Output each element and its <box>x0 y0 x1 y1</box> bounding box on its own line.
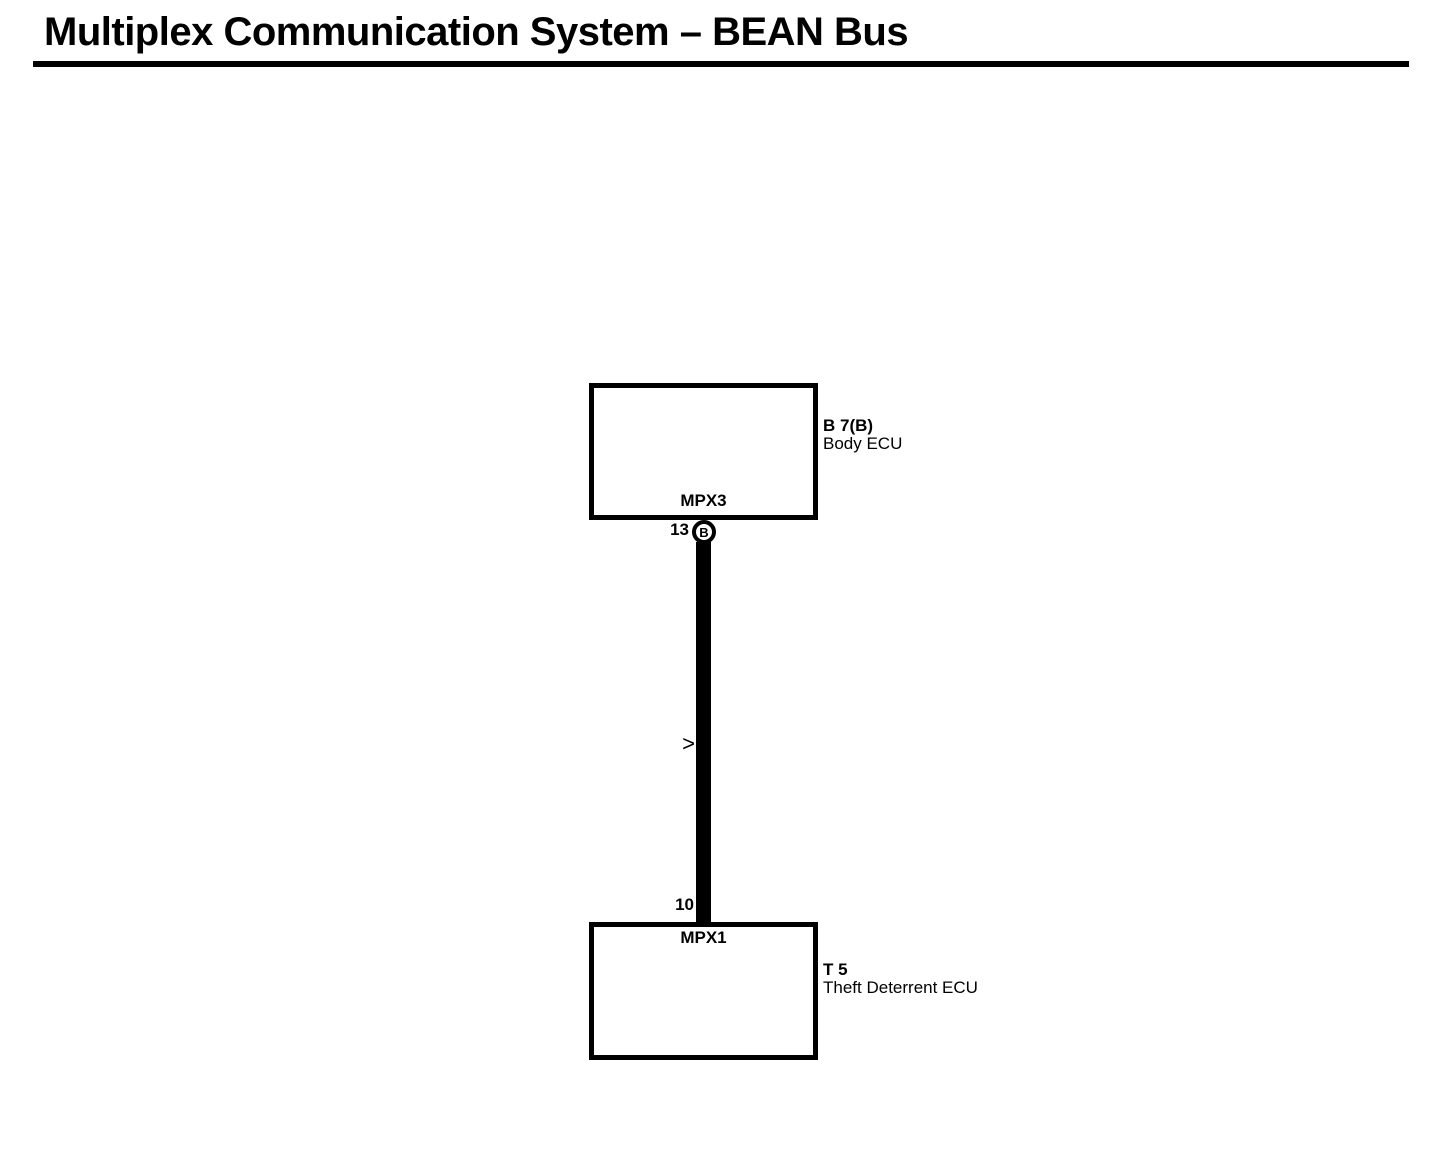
title-rule <box>33 61 1409 67</box>
body-ecu-code: B 7(B) <box>823 416 874 435</box>
theft-deterrent-ecu-box <box>589 922 818 1060</box>
theft-deterrent-ecu-code: T 5 <box>823 960 848 979</box>
inline-connector-b-letter: B <box>699 524 709 540</box>
theft-deterrent-ecu-name: Theft Deterrent ECU <box>823 978 978 997</box>
bean-bus-wire <box>696 542 711 924</box>
body-ecu-side-label: B 7(B) Body ECU <box>823 417 902 453</box>
pin-10-label: 10 <box>675 895 694 914</box>
theft-deterrent-ecu-side-label: T 5 Theft Deterrent ECU <box>823 961 978 997</box>
pin-13-label: 13 <box>670 520 689 539</box>
body-ecu-connector-label: MPX3 <box>680 491 727 510</box>
wire-direction-marker-icon: > <box>682 731 695 756</box>
page-title: Multiplex Communication System – BEAN Bu… <box>44 10 909 54</box>
theft-deterrent-ecu-connector-label: MPX1 <box>680 928 727 947</box>
body-ecu-box <box>589 383 818 520</box>
body-ecu-name: Body ECU <box>823 434 903 453</box>
inline-connector-b-icon: B <box>692 520 716 544</box>
